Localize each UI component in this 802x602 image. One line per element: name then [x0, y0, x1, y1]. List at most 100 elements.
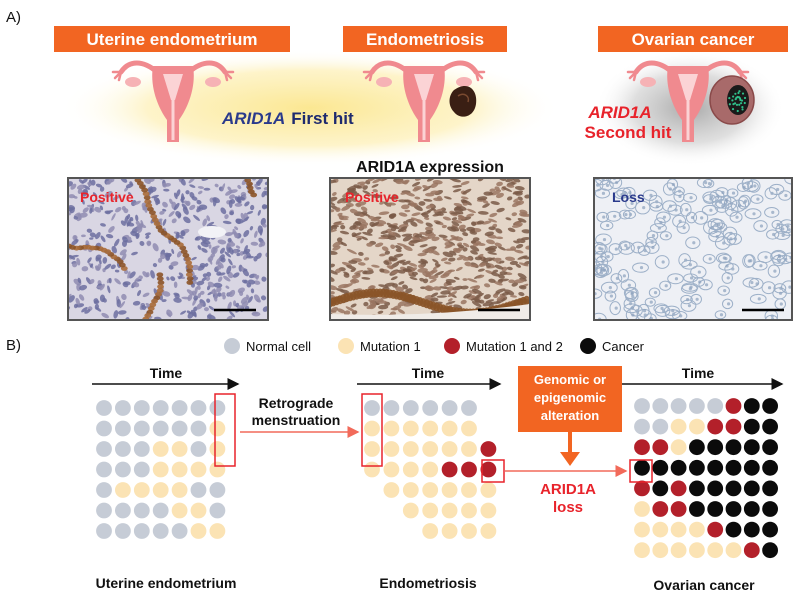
- cell-mutation-1: [441, 502, 458, 519]
- cell-cancer: [762, 459, 778, 476]
- cell-cancer: [725, 459, 742, 476]
- cell-normal: [133, 441, 150, 457]
- cell-normal: [171, 420, 188, 437]
- cell-mutation-1-and-2: [441, 461, 458, 478]
- cell-normal: [383, 400, 400, 416]
- cell-cancer: [707, 501, 724, 517]
- cell-mutation-1-and-2: [634, 439, 650, 456]
- cell-mutation-1: [707, 542, 724, 559]
- legend-swatch-mutation1: [338, 338, 354, 354]
- cell-cancer: [762, 480, 778, 497]
- uterus-icon-uterine: [111, 60, 235, 142]
- cell-normal: [689, 398, 705, 414]
- cell-normal: [133, 400, 150, 416]
- cell-mutation-1: [402, 482, 419, 498]
- cell-normal: [652, 398, 669, 414]
- cell-mutation-1: [689, 542, 705, 559]
- cell-normal: [209, 400, 226, 416]
- stage-box-endometriosis: Endometriosis: [343, 26, 507, 52]
- cell-mutation-1: [441, 420, 458, 437]
- cell-mutation-1: [364, 461, 380, 478]
- stage-title-uterine: Uterine endometrium: [87, 30, 258, 49]
- cell-normal: [171, 523, 188, 539]
- cell-normal: [402, 400, 419, 416]
- cell-mutation-1-and-2: [634, 480, 650, 497]
- cell-mutation-1: [383, 420, 400, 437]
- uterus-icon-endometriosis: [362, 60, 486, 142]
- cell-mutation-1: [171, 461, 188, 478]
- cell-mutation-1: [364, 441, 380, 457]
- cell-mutation-1: [441, 441, 458, 457]
- cell-normal: [171, 400, 188, 416]
- legend-label-mutation12: Mutation 1 and 2: [466, 339, 563, 354]
- loss-line-1: ARID1A: [540, 481, 596, 498]
- ovary-icon: [125, 77, 141, 87]
- cell-mutation-1: [634, 542, 650, 559]
- cell-cancer: [743, 398, 760, 414]
- cell-normal: [209, 502, 226, 519]
- cell-cancer: [743, 439, 760, 456]
- ovary-icon: [376, 77, 392, 87]
- cell-mutation-1: [670, 418, 687, 435]
- cell-mutation-1-and-2: [461, 461, 477, 478]
- cell-cancer: [707, 439, 724, 456]
- second-hit-gene: ARID1A: [587, 103, 651, 122]
- highlight-column-uterine: [214, 393, 236, 467]
- alteration-box: Genomic or epigenomic alteration: [518, 366, 622, 432]
- cell-cancer: [634, 459, 650, 476]
- alteration-line-2: epigenomic: [534, 390, 606, 405]
- first-hit-gene: ARID1A: [221, 109, 285, 128]
- cell-normal: [96, 482, 112, 498]
- cell-mutation-1: [209, 461, 226, 478]
- loss-line-2: loss: [553, 499, 583, 516]
- cell-mutation-1: [689, 418, 705, 435]
- cell-normal: [634, 418, 650, 435]
- cell-mutation-1-and-2: [743, 542, 760, 559]
- cell-mutation-1: [725, 542, 742, 559]
- cell-mutation-1: [402, 461, 419, 478]
- cell-cancer: [725, 501, 742, 517]
- cell-cancer: [725, 439, 742, 456]
- cell-normal: [133, 523, 150, 539]
- cell-cancer: [652, 459, 669, 476]
- cell-mutation-1-and-2: [670, 501, 687, 517]
- grid-caption-endometriosis: Endometriosis: [379, 575, 476, 591]
- cell-mutation-1: [422, 461, 439, 478]
- cell-mutation-1: [480, 523, 497, 539]
- cell-mutation-1: [171, 502, 188, 519]
- cell-mutation-1: [634, 521, 650, 538]
- cell-mutation-1: [441, 482, 458, 498]
- time-label-endometriosis: Time: [412, 365, 445, 381]
- cell-cancer: [707, 459, 724, 476]
- cell-mutation-1: [461, 420, 477, 437]
- cell-mutation-1: [364, 420, 380, 437]
- cell-normal: [133, 502, 150, 519]
- cell-cancer: [652, 480, 669, 497]
- cell-mutation-1: [670, 521, 687, 538]
- cell-mutation-1: [190, 502, 207, 519]
- cell-mutation-1-and-2: [480, 461, 497, 478]
- cell-mutation-1: [190, 523, 207, 539]
- cell-normal: [209, 482, 226, 498]
- stage-title-ovarian: Ovarian cancer: [632, 30, 755, 49]
- cell-normal: [190, 441, 207, 457]
- cell-normal: [115, 502, 131, 519]
- expression-title: ARID1A expression: [356, 159, 504, 176]
- cell-cancer: [743, 459, 760, 476]
- highlight-cell-endometriosis: [481, 459, 505, 483]
- legend-swatch-mutation12: [444, 338, 460, 354]
- cell-mutation-1: [461, 523, 477, 539]
- cell-mutation-1: [402, 420, 419, 437]
- cell-normal: [190, 482, 207, 498]
- cell-normal: [96, 523, 112, 539]
- grid-caption-ovarian: Ovarian cancer: [653, 577, 755, 593]
- cell-mutation-1: [670, 542, 687, 559]
- cell-mutation-1: [689, 521, 705, 538]
- cell-mutation-1: [652, 521, 669, 538]
- cell-normal: [652, 418, 669, 435]
- grid-caption-uterine: Uterine endometrium: [96, 575, 237, 591]
- legend-swatch-normal: [224, 338, 240, 354]
- cell-normal: [115, 441, 131, 457]
